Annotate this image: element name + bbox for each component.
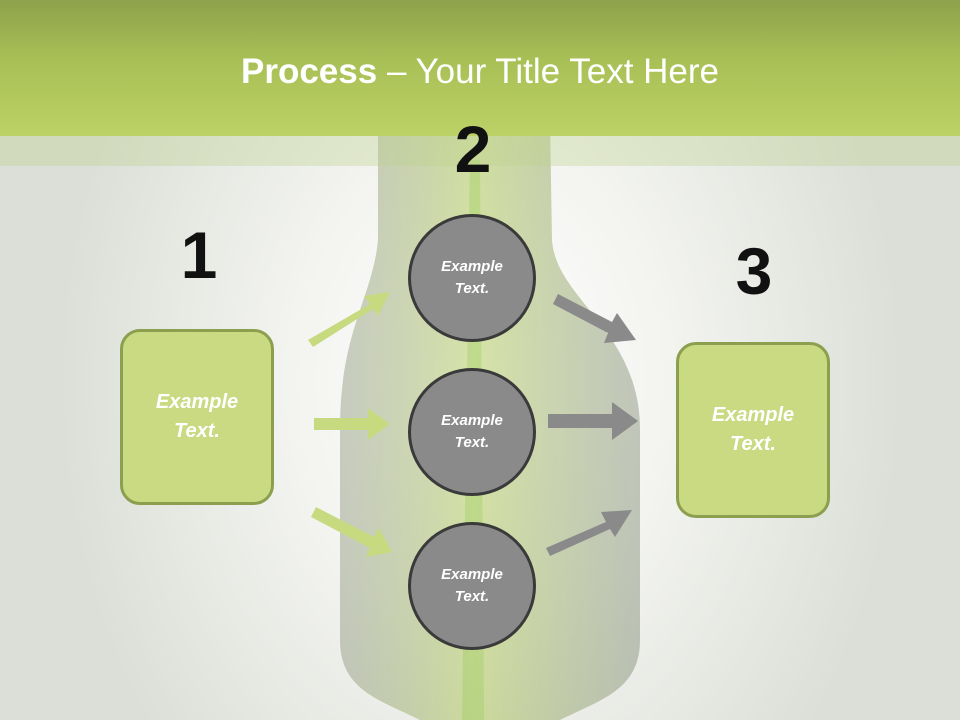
title-bar-band: [0, 136, 960, 166]
arrow-down-right-green: [311, 507, 392, 557]
circle-2: Example Text.: [408, 368, 536, 496]
arrow-down-right-gray: [553, 294, 636, 343]
right-box: Example Text.: [676, 342, 830, 518]
right-box-text: Example Text.: [711, 404, 795, 455]
slide-title: Process – Your Title Text Here: [0, 52, 960, 92]
arrow-up-right-gray: [546, 510, 632, 556]
circle-3: Example Text.: [408, 522, 536, 650]
arrow-up-right-green: [308, 292, 390, 347]
left-box-text: Example Text.: [155, 391, 239, 442]
title-strong: Process: [241, 52, 378, 91]
step-number-2: 2: [454, 112, 492, 186]
circle-2-text: Example Text.: [441, 411, 503, 452]
arrow-right-gray: [548, 402, 638, 440]
step-number-3: 3: [735, 234, 773, 308]
circle-1: Example Text.: [408, 214, 536, 342]
step-number-1: 1: [180, 218, 218, 292]
title-bar: [0, 0, 960, 136]
arrow-right-green: [314, 408, 390, 440]
circle-3-text: Example Text.: [441, 565, 503, 606]
circle-1-text: Example Text.: [441, 257, 503, 298]
left-box: Example Text.: [120, 329, 274, 505]
title-rest: – Your Title Text Here: [377, 52, 719, 91]
